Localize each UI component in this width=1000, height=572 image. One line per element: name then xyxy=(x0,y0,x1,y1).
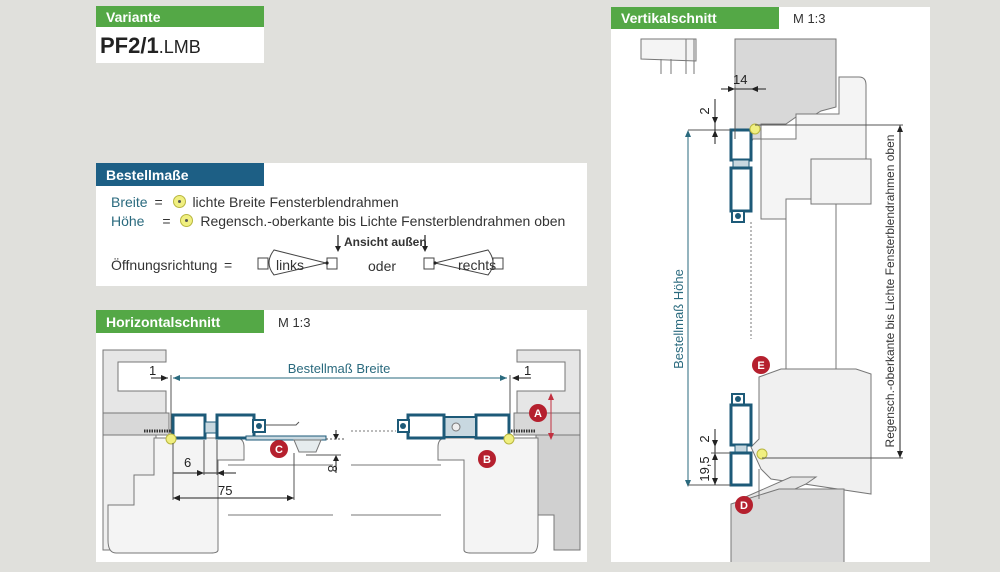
width-desc: lichte Breite Fensterblendrahmen xyxy=(192,194,399,210)
profile-right-1 xyxy=(474,413,511,440)
view-outside-label: Ansicht außen xyxy=(344,235,427,249)
right-label: rechts xyxy=(458,257,497,273)
reference-point-left xyxy=(165,433,177,445)
width-dimension-label: Bestellmaß Breite xyxy=(288,361,391,376)
reference-point-top xyxy=(749,123,761,135)
hinge-box-left xyxy=(257,257,269,270)
dim-14: 14 xyxy=(733,72,747,87)
sill-base xyxy=(730,488,845,562)
profile-left-2 xyxy=(215,413,256,440)
reference-point-icon xyxy=(180,214,194,227)
top-shutter xyxy=(640,38,697,62)
reference-point-bottom xyxy=(756,448,768,460)
seal-foot xyxy=(293,439,322,453)
profile-left-1 xyxy=(171,413,207,440)
dim-19-5: 19,5 xyxy=(697,456,712,481)
profile-right-2 xyxy=(406,413,446,440)
marker-c: C xyxy=(270,440,288,458)
dim-2-top: 2 xyxy=(697,107,712,114)
vertical-section-panel: Vertikalschnitt M 1:3 xyxy=(611,7,930,562)
horizontal-section-panel: Horizontalschnitt M 1:3 xyxy=(96,310,587,562)
or-label: oder xyxy=(368,258,397,274)
variant-panel: Variante PF2/1.LMB xyxy=(96,6,264,63)
wall-right xyxy=(516,349,581,414)
order-dimensions-header: Bestellmaße xyxy=(96,163,264,186)
dim-left-gap: 1 xyxy=(149,363,156,378)
view-arrow-left-head xyxy=(335,246,341,252)
dim-right-gap: 1 xyxy=(524,363,531,378)
height-dimension-label: Bestellmaß Höhe xyxy=(671,269,686,369)
marker-b: B xyxy=(478,450,496,468)
sash-left-shape xyxy=(268,249,327,276)
dim-75: 75 xyxy=(218,483,232,498)
window-frame-left xyxy=(107,437,245,554)
profile-left-connector xyxy=(204,421,218,434)
order-dimensions-panel: Bestellmaße Breite = lichte Breite Fenst… xyxy=(96,163,587,286)
hinge-box-right xyxy=(423,257,435,270)
left-label: links xyxy=(276,257,305,273)
hinge-box-right-end xyxy=(492,257,504,270)
dim-6: 6 xyxy=(184,455,191,470)
vertical-section-drawing: E D Bestellmaß Höhe Regensch.-oberkante … xyxy=(640,38,903,562)
width-label: Breite xyxy=(111,194,148,210)
variant-header: Variante xyxy=(96,6,264,27)
marker-d: D xyxy=(735,496,753,514)
height-eq: = xyxy=(162,213,171,229)
height-desc: Regensch.-oberkante bis Lichte Fensterbl… xyxy=(200,213,566,229)
sill-frame xyxy=(750,368,872,495)
side-dimension-label: Regensch.-oberkante bis Lichte Fensterbl… xyxy=(883,135,897,448)
vertical-section-scale: M 1:3 xyxy=(793,11,826,26)
dim-2-bottom: 2 xyxy=(697,435,712,442)
svg-text:B: B xyxy=(483,454,491,466)
svg-text:E: E xyxy=(757,360,764,372)
horizontal-section-header: Horizontalschnitt xyxy=(96,310,264,333)
view-arrow-right-head xyxy=(422,246,428,252)
variant-code-bold: PF2/1 xyxy=(100,33,159,58)
height-label: Höhe xyxy=(111,213,145,229)
wall-left xyxy=(102,349,167,414)
marker-e: E xyxy=(752,356,770,374)
profile-bottom-1 xyxy=(729,403,753,447)
profile-top-2 xyxy=(729,166,753,213)
variant-code: PF2/1.LMB xyxy=(100,33,201,59)
variant-code-suffix: .LMB xyxy=(158,37,201,57)
profile-bottom-2 xyxy=(729,451,753,487)
horizontal-section-drawing: A B C Bestellmaß Breite 1 1 6 75 8 xyxy=(102,349,581,554)
width-eq: = xyxy=(154,194,163,210)
opening-eq: = xyxy=(224,257,233,273)
svg-text:A: A xyxy=(534,408,542,420)
opening-label: Öffnungsrichtung xyxy=(111,257,218,273)
horizontal-section-scale: M 1:3 xyxy=(278,315,311,330)
vertical-section-header: Vertikalschnitt xyxy=(611,7,779,29)
svg-text:C: C xyxy=(275,444,283,456)
marker-a: A xyxy=(529,404,547,422)
svg-text:D: D xyxy=(740,500,748,512)
dim-8: 8 xyxy=(325,465,340,472)
opening-direction-diagram xyxy=(257,235,504,276)
height-row: Höhe = Regensch.-oberkante bis Lichte Fe… xyxy=(111,213,565,229)
window-frame-right xyxy=(437,437,539,554)
width-row: Breite = lichte Breite Fensterblendrahme… xyxy=(111,194,399,210)
frame-right xyxy=(535,434,581,551)
reference-point-right xyxy=(503,433,515,445)
profile-top-1 xyxy=(729,128,753,162)
reference-point-icon xyxy=(172,195,186,208)
